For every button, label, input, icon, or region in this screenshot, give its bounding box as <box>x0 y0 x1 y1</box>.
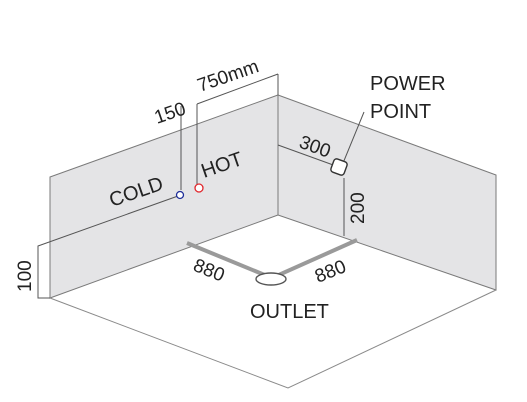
cold-tap-marker <box>175 190 185 200</box>
outlet-marker <box>255 272 287 286</box>
dim-880-right-label: 880 <box>312 256 349 287</box>
dim-750-line <box>196 73 279 105</box>
power-leader-line <box>340 111 365 169</box>
hot-tap-marker <box>194 183 204 193</box>
floor-outline <box>49 289 497 389</box>
dim-880-left-label: 880 <box>190 255 227 286</box>
dim-300-line <box>277 144 337 167</box>
dim-750mm-label: 750mm <box>195 56 262 96</box>
power-label-line1: POWER <box>370 73 446 95</box>
power-label-line2: POINT <box>370 101 431 123</box>
outlet-label: OUTLET <box>250 301 329 323</box>
dim-200-label: 200 <box>348 192 369 224</box>
power-point-box <box>330 158 348 176</box>
dim-150-label: 150 <box>152 99 189 129</box>
dim-100-label: 100 <box>15 260 36 292</box>
dim-100-bracket <box>37 195 179 299</box>
